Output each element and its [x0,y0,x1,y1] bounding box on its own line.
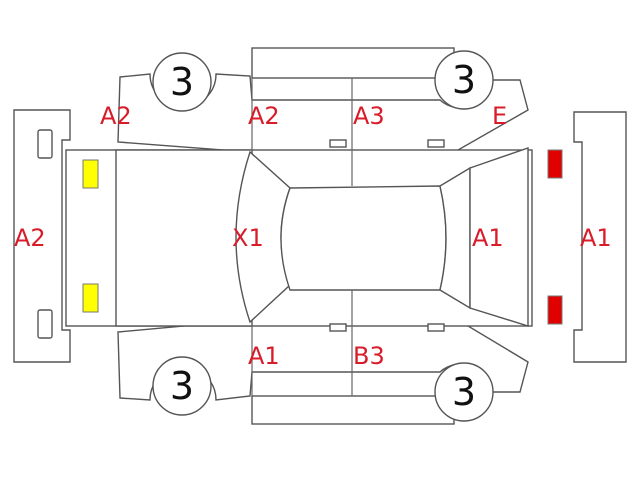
code-left-rear-quarter: E [492,102,507,130]
wheel-rear-left: 3 [434,50,494,110]
taillight-icon [547,295,563,325]
wheel-front-left: 3 [152,52,212,112]
wheel-front-right-label: 3 [170,364,194,408]
left-doors [251,47,455,186]
headlight-icon [82,159,99,189]
code-rear-bumper: A1 [580,224,612,252]
rear-bumper [573,111,627,363]
front-bumper [13,109,71,363]
wheel-rear-left-label: 3 [452,58,476,102]
code-hood: X1 [232,224,264,252]
rear-window [439,166,471,310]
hood [115,149,253,327]
code-right-rear-door: B3 [353,342,385,370]
code-front-left-fender: A2 [100,102,132,130]
roof [280,185,447,291]
right-doors [251,290,455,425]
wheel-front-left-label: 3 [170,60,194,104]
wheel-front-right: 3 [152,356,212,416]
code-left-front-door: A2 [248,102,280,130]
code-front-bumper: A2 [14,224,46,252]
wheel-rear-right-label: 3 [452,370,476,414]
headlight-icon [82,283,99,313]
code-trunk: A1 [472,224,504,252]
code-right-front-door: A1 [248,342,280,370]
trunk [469,147,529,327]
taillight-icon [547,149,563,179]
wheel-rear-right: 3 [434,362,494,422]
code-left-rear-door: A3 [353,102,385,130]
